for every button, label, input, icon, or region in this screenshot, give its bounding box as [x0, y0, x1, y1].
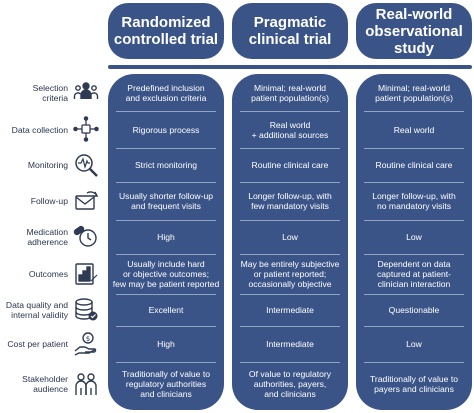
cell-rct-monitoring: Strict monitoring — [134, 160, 198, 170]
cell-observational-data-quality: Questionable — [388, 305, 440, 315]
cell-rct-data-collection: Rigorous process — [132, 124, 200, 135]
network-nodes-icon — [73, 116, 99, 142]
row-separator — [240, 148, 340, 149]
header-divider-bar — [108, 65, 472, 69]
row-separator — [116, 182, 216, 183]
cell-rct-adherence: High — [157, 232, 175, 242]
row-separator — [116, 148, 216, 149]
cell-rct-selection: Predefined inclusion and exclusion crite… — [125, 82, 207, 103]
row-separator — [364, 362, 464, 363]
row-separator — [364, 182, 464, 183]
cell-observational-outcomes: Dependent on data captured at patient- c… — [376, 259, 452, 289]
row-label-data-collection: Data collection — [11, 124, 68, 135]
row-separator — [364, 326, 464, 327]
row-separator — [240, 111, 340, 112]
pill-clock-icon — [73, 224, 99, 250]
row-separator — [116, 111, 216, 112]
column-title-rct: Randomized controlled trial — [113, 14, 219, 48]
cell-observational-data-collection: Real world — [393, 124, 435, 135]
row-separator — [240, 362, 340, 363]
row-separator — [116, 362, 216, 363]
row-separator — [240, 182, 340, 183]
two-people-icon — [73, 371, 99, 397]
cell-rct-outcomes: Usually include hard or objective outcom… — [112, 259, 220, 289]
cell-pragmatic-data-quality: Intermediate — [266, 305, 314, 315]
magnifier-heartbeat-icon — [73, 152, 99, 178]
row-label-monitoring: Monitoring — [27, 160, 68, 170]
svg-text:$: $ — [86, 335, 90, 343]
cell-pragmatic-stakeholder: Of value to regulatory authorities, paye… — [248, 369, 332, 399]
column-body-observational: Minimal; real-world patient population(s… — [356, 74, 472, 410]
column-body-pragmatic: Minimal; real-world patient population(s… — [232, 74, 348, 410]
row-separator — [240, 254, 340, 255]
row-separator — [116, 254, 216, 255]
row-separator — [364, 111, 464, 112]
cell-rct-cost: High — [157, 339, 175, 349]
cell-observational-adherence: Low — [406, 232, 422, 242]
row-separator — [364, 254, 464, 255]
cell-pragmatic-outcomes: May be entirely subjective or patient re… — [240, 259, 340, 289]
cell-rct-data-quality: Excellent — [148, 305, 184, 315]
row-label-follow-up: Follow-up — [30, 196, 68, 206]
row-separator — [240, 326, 340, 327]
column-title-observational: Real-world observational study — [365, 5, 463, 57]
cell-pragmatic-selection: Minimal; real-world patient population(s… — [251, 82, 329, 103]
cell-pragmatic-cost: Intermediate — [266, 339, 314, 349]
cell-observational-stakeholder: Traditionally of value to payers and cli… — [369, 374, 459, 394]
cell-rct-stakeholder: Traditionally of value to regulatory aut… — [121, 369, 211, 399]
cell-pragmatic-follow-up: Longer follow-up, with few mandatory vis… — [248, 191, 332, 211]
column-header-observational: Real-world observational study — [356, 3, 472, 59]
bar-chart-document-icon — [73, 261, 99, 287]
row-separator — [364, 294, 464, 295]
envelope-arrow-icon — [73, 188, 99, 214]
cell-rct-follow-up: Usually shorter follow-up and frequent v… — [118, 191, 214, 211]
cell-observational-monitoring: Routine clinical care — [375, 160, 453, 170]
column-header-rct: Randomized controlled trial — [108, 3, 224, 59]
cell-observational-follow-up: Longer follow-up, with no mandatory visi… — [372, 191, 456, 211]
row-label-data-quality: Data quality and internal validity — [5, 300, 68, 320]
row-label-selection-criteria: Selection criteria — [32, 82, 68, 103]
row-label-cost-per-patient: Cost per patient — [7, 339, 68, 349]
row-separator — [116, 326, 216, 327]
row-label-outcomes: Outcomes — [28, 269, 68, 279]
cell-pragmatic-data-collection: Real world + additional sources — [251, 119, 329, 140]
row-label-stakeholder-audience: Stakeholder audience — [22, 374, 68, 394]
row-separator — [364, 220, 464, 221]
column-header-pragmatic: Pragmatic clinical trial — [232, 3, 348, 59]
row-separator — [240, 220, 340, 221]
column-title-pragmatic: Pragmatic clinical trial — [248, 14, 332, 48]
row-separator — [116, 220, 216, 221]
row-separator — [240, 294, 340, 295]
row-label-medication-adherence: Medication adherence — [26, 227, 68, 247]
cell-pragmatic-monitoring: Routine clinical care — [251, 160, 329, 170]
row-separator — [116, 294, 216, 295]
cell-observational-cost: Low — [406, 339, 422, 349]
cell-observational-selection: Minimal; real-world patient population(s… — [375, 82, 453, 103]
database-check-icon — [73, 297, 99, 323]
cell-pragmatic-adherence: Low — [282, 232, 298, 242]
column-body-rct: Predefined inclusion and exclusion crite… — [108, 74, 224, 410]
group-of-people-icon — [73, 79, 99, 105]
row-separator — [364, 148, 464, 149]
hand-coin-icon: $ — [73, 331, 99, 357]
